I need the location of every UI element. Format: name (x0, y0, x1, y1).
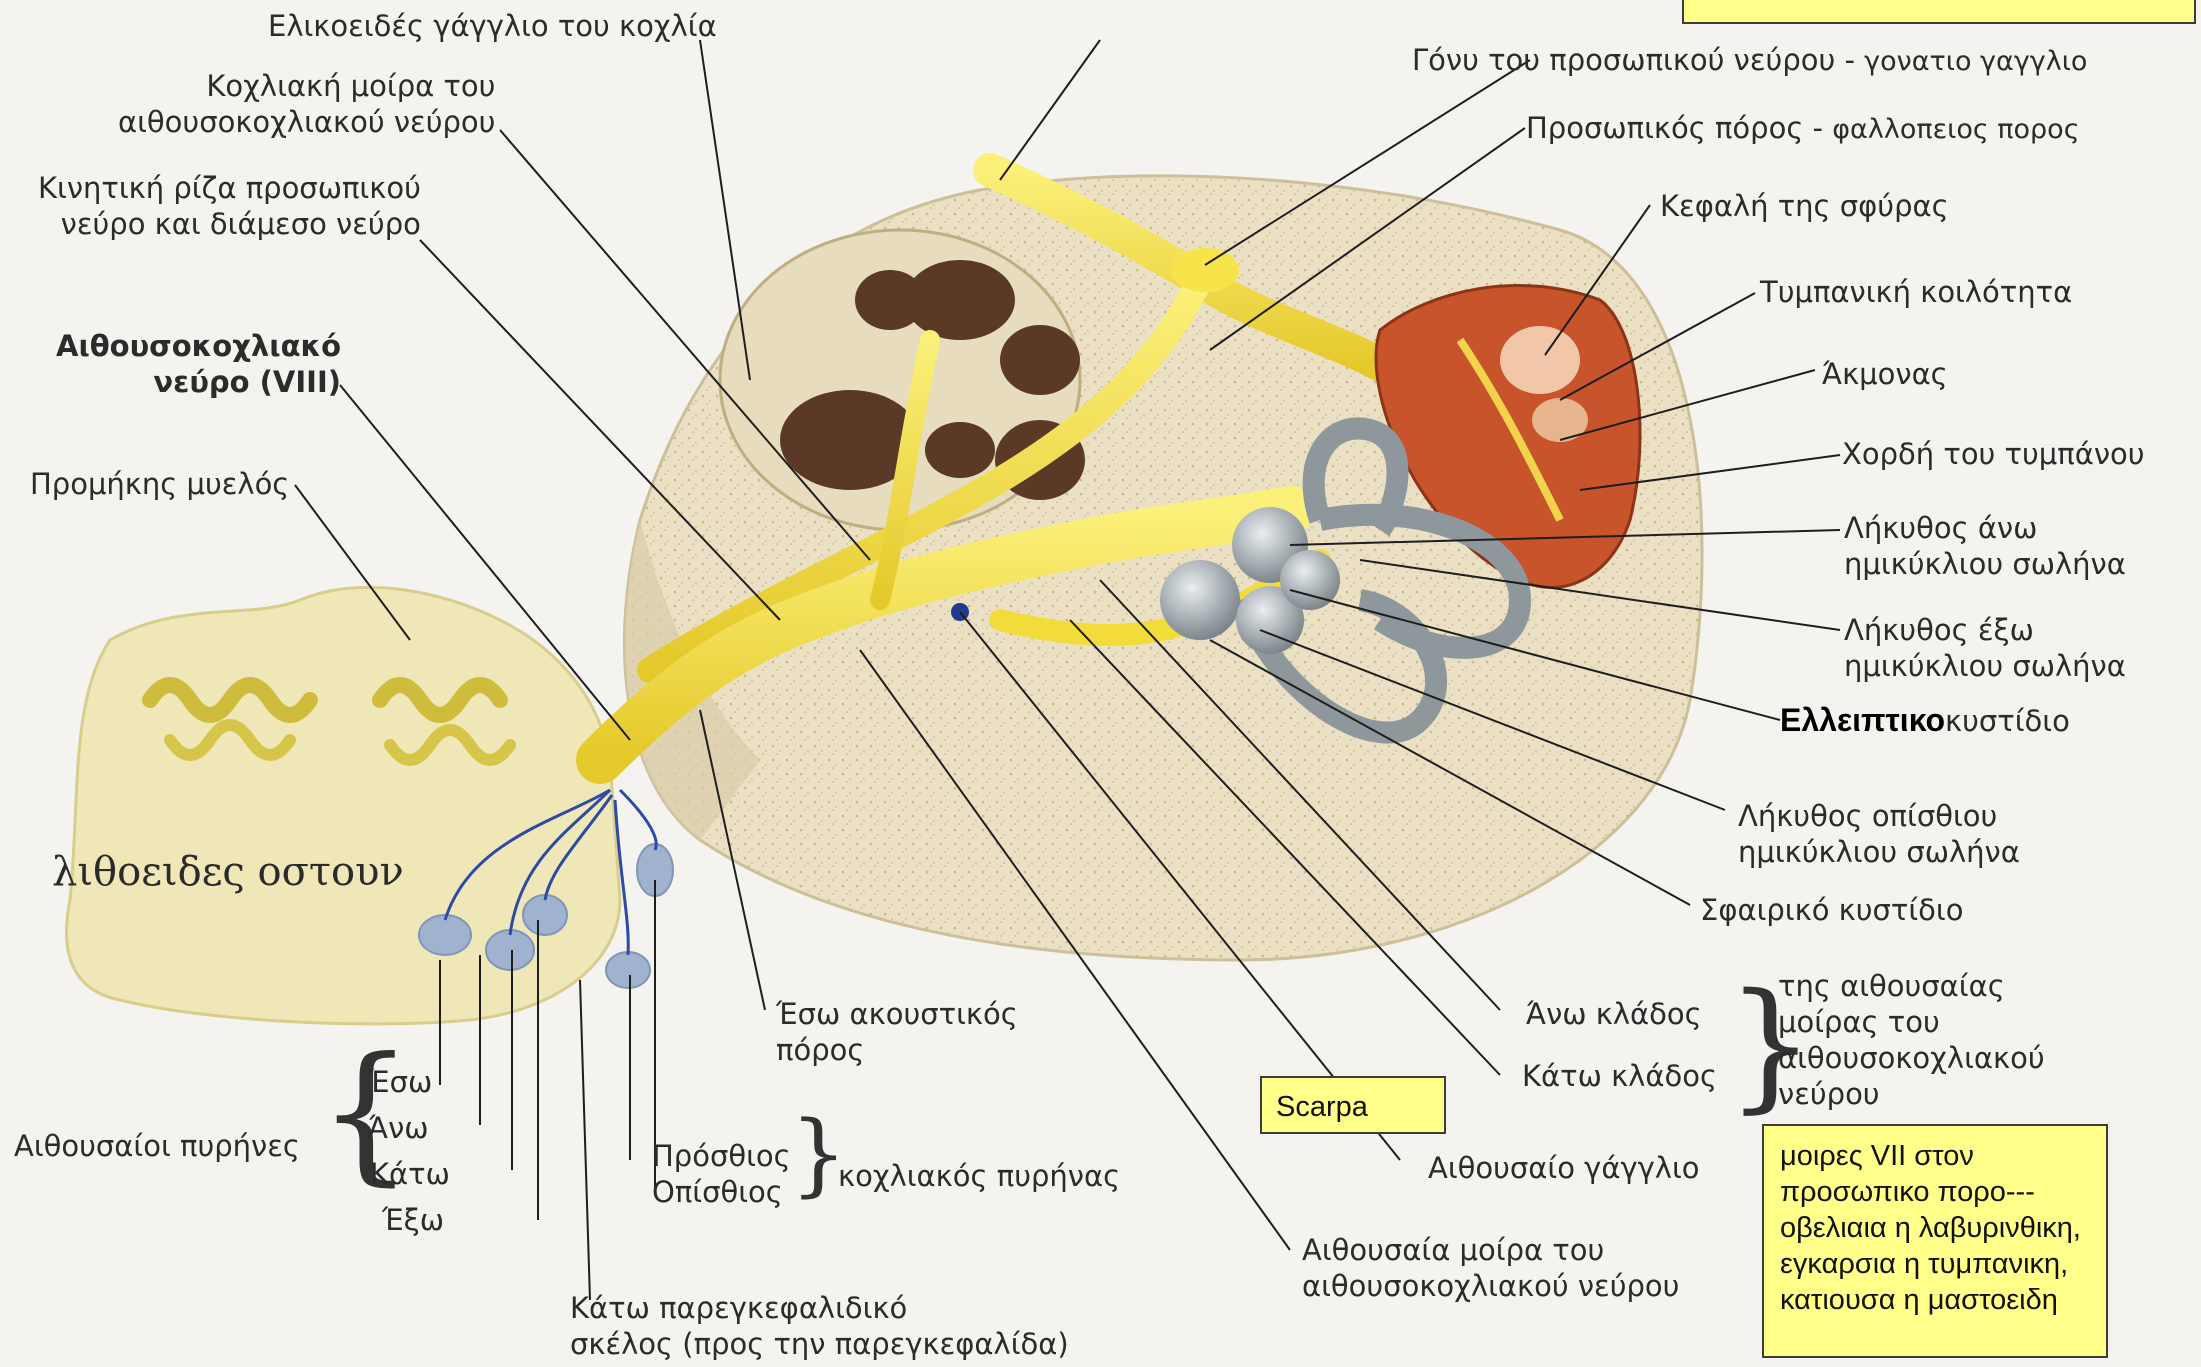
label-nucleus-superior: Άνω (368, 1110, 429, 1146)
label-tympanic-cavity: Τυμπανική κοιλότητα (1760, 274, 2072, 310)
facial-parts-note: μοιρες VII στον προσωπικο πορο--- οβελια… (1762, 1124, 2108, 1358)
label-malleus-head: Κεφαλή της σφύρας (1660, 188, 1949, 224)
label-lower-branch: Κάτω κλάδος (1522, 1058, 1717, 1094)
label-motor-root: Κινητική ρίζα προσωπικού νεύρο και διάμε… (38, 170, 421, 242)
label-utricle-main: Ελλειπτικο (1780, 702, 1945, 738)
label-upper-branch: Άνω κλάδος (1526, 996, 1702, 1032)
scarpa-note: Scarpa (1260, 1076, 1446, 1134)
label-superior-ampulla: Λήκυθος άνω ημικύκλιου σωλήνα (1844, 510, 2126, 582)
label-anterior: Πρόσθιος (652, 1138, 791, 1174)
label-cochlear-nucleus: κοχλιακός πυρήνας (838, 1158, 1120, 1194)
label-incus: Άκμονας (1822, 356, 1948, 392)
label-utricle: Ελλειπτικοκυστίδιο (1780, 702, 2070, 739)
label-inferior-peduncle: Κάτω παρεγκεφαλιδικό σκέλος (προς την πα… (570, 1290, 1069, 1362)
label-nucleus-medial: Έσω (368, 1064, 432, 1100)
label-cochlear-part: Κοχλιακή μοίρα του αιθουσοκοχλιακού νεύρ… (118, 68, 495, 140)
label-vestibular-nuclei: Αιθουσαίοι πυρήνες (14, 1128, 300, 1164)
label-facial-genu: Γόνυ του προσωπικού νεύρου - γονατιο γαγ… (1412, 42, 2087, 80)
label-facial-genu-note: γονατιο γαγγλιο (1864, 46, 2087, 77)
label-facial-canal: Προσωπικός πόρος - φαλλοπειος πορος (1526, 110, 2080, 148)
top-right-note-box (1682, 0, 2196, 24)
label-posterior: Οπίσθιος (652, 1174, 783, 1210)
label-nucleus-lateral: Έξω (382, 1202, 444, 1238)
label-branch-group: της αιθουσαίας μοίρας του αιθουσοκοχλιακ… (1778, 968, 2045, 1112)
label-facial-canal-main: Προσωπικός πόρος (1526, 111, 1803, 145)
label-vestibular-part: Αιθουσαία μοίρα του αιθουσοκοχλιακού νεύ… (1302, 1232, 1679, 1304)
geniculate-ganglion (1171, 248, 1239, 292)
label-utricle-rest: κυστίδιο (1945, 704, 2070, 738)
label-lateral-ampulla: Λήκυθος έξω ημικύκλιου σωλήνα (1844, 612, 2126, 684)
medulla-shape (67, 587, 620, 1024)
label-internal-meatus: Έσω ακουστικός πόρος (776, 996, 1018, 1068)
label-vestibulocochlear: Αιθουσοκοχλιακό νεύρο (VIII) (56, 328, 341, 400)
label-posterior-ampulla: Λήκυθος οπίσθιου ημικύκλιου σωλήνα (1738, 798, 2020, 870)
label-facial-genu-main: Γόνυ του προσωπικού νεύρου (1412, 43, 1835, 77)
label-vestibular-ganglion: Αιθουσαίο γάγγλιο (1428, 1150, 1700, 1186)
label-petrous-bone: λιθοειδες οστουν (52, 848, 404, 896)
label-medulla: Προμήκης μυελός (30, 466, 289, 502)
label-spiral-ganglion: Ελικοειδές γάγγλιο του κοχλία (268, 8, 717, 44)
label-nucleus-inferior: Κάτω (370, 1156, 450, 1192)
label-facial-canal-note: φαλλοπειος πορος (1832, 114, 2079, 145)
label-chorda-tympani: Χορδή του τυμπάνου (1842, 436, 2145, 472)
label-saccule: Σφαιρικό κυστίδιο (1700, 892, 1963, 928)
